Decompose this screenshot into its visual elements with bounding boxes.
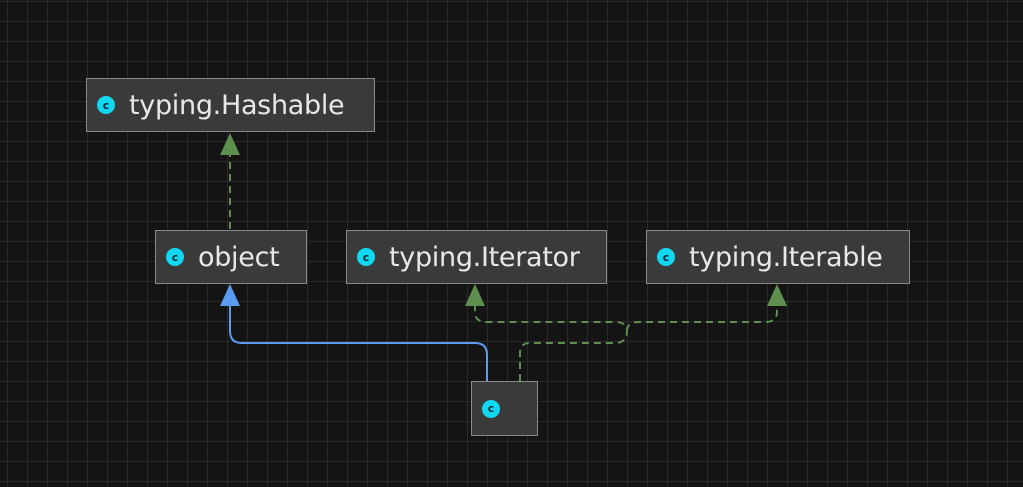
class-icon: c bbox=[357, 248, 375, 266]
class-icon: c bbox=[657, 248, 675, 266]
class-node-object[interactable]: c object bbox=[155, 230, 307, 284]
edge-arrowhead-hashable bbox=[220, 133, 240, 155]
class-icon: c bbox=[482, 399, 500, 418]
edge-subject-to-object bbox=[229, 306, 488, 381]
class-icon: c bbox=[97, 96, 115, 114]
class-icon: c bbox=[166, 248, 184, 266]
class-name: typing.Iterator bbox=[389, 241, 580, 273]
edge-arrowhead-iterable bbox=[767, 284, 787, 306]
edge-subject-to-iterable bbox=[626, 306, 778, 332]
class-name: typing.Iterable bbox=[689, 241, 883, 273]
class-node-iterator[interactable]: c typing.Iterator bbox=[346, 230, 607, 284]
edge-arrowhead-object bbox=[220, 284, 240, 306]
edge-subject-to-iterator bbox=[474, 306, 629, 381]
class-name: typing.Hashable bbox=[129, 89, 345, 121]
class-name: object bbox=[198, 241, 280, 273]
edge-arrowhead-iterator bbox=[465, 284, 485, 306]
class-node-subject[interactable]: c bbox=[471, 381, 538, 436]
class-node-iterable[interactable]: c typing.Iterable bbox=[646, 230, 910, 284]
class-node-hashable[interactable]: c typing.Hashable bbox=[86, 78, 375, 132]
